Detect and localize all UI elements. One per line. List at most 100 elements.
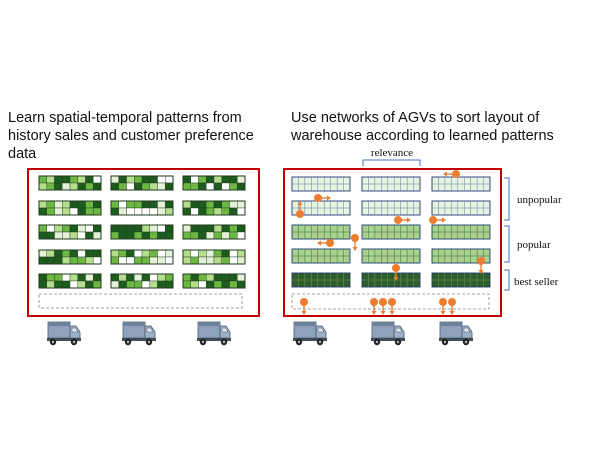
rack-outline [182,200,246,216]
pattern-cell [213,273,222,282]
truck-chassis [47,338,81,341]
pattern-cell [229,182,238,191]
pattern-cell [134,175,143,184]
pattern-cell [69,249,78,258]
tier-label-unpopular: unpopular [517,194,562,206]
pattern-cell [182,249,191,258]
pattern-cell [221,231,230,240]
agv-body [296,210,304,218]
pattern-cell [182,273,191,282]
right-trucks [293,321,473,346]
pattern-cell [165,280,174,289]
pattern-cell [126,207,135,216]
sorted-rack [431,200,491,216]
pattern-cell [77,280,86,289]
pattern-cell [165,256,174,265]
pattern-cell [190,231,199,240]
pattern-cell [213,224,222,233]
truck-window [71,327,79,333]
sales-pattern-rack [182,249,246,265]
pattern-cell [110,249,119,258]
sales-pattern-rack [38,224,102,240]
truck-roof-stripe [199,323,219,326]
pattern-cell [62,256,71,265]
rack-outline [38,175,102,191]
truck-hub [51,340,55,344]
sorted-rack [291,200,351,216]
sales-pattern-rack [110,273,174,289]
pattern-cell [118,182,127,191]
rack-outline [38,249,102,265]
truck-chassis [439,338,473,341]
pattern-cell [206,273,215,282]
pattern-cell [213,200,222,209]
sales-pattern-rack [110,175,174,191]
pattern-cell [237,207,246,216]
agv-arrowhead [442,217,446,223]
pattern-cell [237,256,246,265]
pattern-cell [149,200,158,209]
pattern-cell [110,280,119,289]
rack-outline [38,200,102,216]
pattern-cell [85,273,94,282]
agv-arrowhead [389,311,395,315]
pattern-cell [118,280,127,289]
pattern-cell [118,273,127,282]
sorted-rack [361,176,421,192]
pattern-cell [190,280,199,289]
pattern-cell [182,224,191,233]
pattern-cell [229,249,238,258]
pattern-cell [93,273,102,282]
pattern-cell [85,182,94,191]
pattern-cell [229,207,238,216]
pattern-cell [206,249,215,258]
agv-body [388,298,396,306]
pattern-cell [77,224,86,233]
pattern-cell [190,273,199,282]
pattern-cell [165,224,174,233]
pattern-cell [157,256,166,265]
agv-body [477,257,485,265]
pattern-cell [54,249,63,258]
pattern-cell [62,273,71,282]
pattern-cell [141,273,150,282]
agv-robot-icon [351,234,359,251]
pattern-cell [213,207,222,216]
pattern-cell [190,182,199,191]
pattern-cell [198,231,207,240]
sorted-rack [361,224,421,240]
agv-body [452,170,460,178]
agv-arrowhead [393,277,399,281]
pattern-cell [77,273,86,282]
agv-arrowhead [317,240,321,246]
pattern-cell [38,280,47,289]
pattern-cell [85,231,94,240]
pattern-cell [221,256,230,265]
pattern-cell [134,273,143,282]
pattern-cell [54,182,63,191]
sorted-rack [291,272,351,288]
pattern-cell [213,256,222,265]
truck-roof-stripe [124,323,144,326]
pattern-cell [141,249,150,258]
agv-robot-icon [388,298,396,315]
pattern-cell [237,182,246,191]
pattern-cell [69,231,78,240]
pattern-cell [69,256,78,265]
agv-body [379,298,387,306]
pattern-cell [118,207,127,216]
agv-arrowhead [327,195,331,201]
tier-label-bestseller: best seller [514,276,559,288]
pattern-cell [141,182,150,191]
truck-window [221,327,229,333]
pattern-cell [134,256,143,265]
pattern-cell [229,256,238,265]
rack-outline [38,273,102,289]
pattern-cell [190,207,199,216]
pattern-cell [229,224,238,233]
pattern-cell [149,224,158,233]
delivery-truck-icon [122,321,156,346]
agv-robot-icon [394,216,411,224]
right-rack-grid [291,176,491,288]
pattern-cell [46,273,55,282]
